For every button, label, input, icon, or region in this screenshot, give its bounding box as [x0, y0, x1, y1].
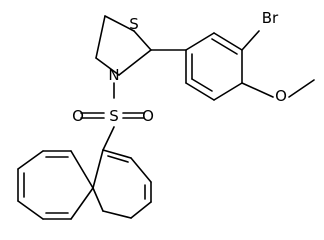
bond-c4-c5: [95, 15, 106, 59]
bond-s-c2: [133, 30, 152, 51]
bond-phenyl-br: [241, 30, 260, 51]
phenyl-bond-5: [213, 82, 243, 101]
naph-left-1: [70, 150, 94, 189]
nitrogen-label: N: [108, 66, 119, 84]
naph-right-4: [130, 201, 152, 219]
naph-right-2: [130, 157, 152, 183]
phenyl-bond-6: [185, 82, 215, 101]
bond-o-methyl: [288, 79, 315, 98]
sulfonyl-oxygen-left-label: O: [72, 107, 84, 125]
atom-labels: S N S O O Br O: [72, 9, 287, 125]
naph-left-7: [70, 187, 94, 220]
phenyl-inner-1: [211, 38, 238, 55]
bond-phenyl-ome: [241, 82, 274, 98]
bond-lines: [17, 15, 315, 220]
naph-right-inner-1: [107, 155, 129, 163]
bond-n-c4: [95, 57, 120, 76]
thiazolidine-sulfur-label: S: [129, 15, 139, 33]
naph-right-1: [102, 149, 132, 159]
sulfonyl-oxygen-right-label: O: [142, 107, 154, 125]
bond-c5-s: [104, 15, 135, 32]
phenyl-inner-2: [191, 78, 213, 92]
naph-left-5: [17, 200, 44, 220]
naph-right-5: [102, 210, 132, 219]
phenyl-bond-2: [185, 32, 215, 51]
bond-sulfonyl-naphthalene: [102, 126, 115, 151]
bond-c2-n: [118, 49, 152, 76]
bromine-label: Br: [262, 9, 279, 27]
naph-right-6: [92, 187, 104, 212]
methoxy-oxygen-label: O: [275, 87, 287, 105]
naph-left-3: [17, 150, 44, 170]
sulfonyl-sulfur-label: S: [109, 107, 119, 125]
naph-right-7: [92, 149, 104, 189]
phenyl-bond-3: [213, 32, 243, 51]
